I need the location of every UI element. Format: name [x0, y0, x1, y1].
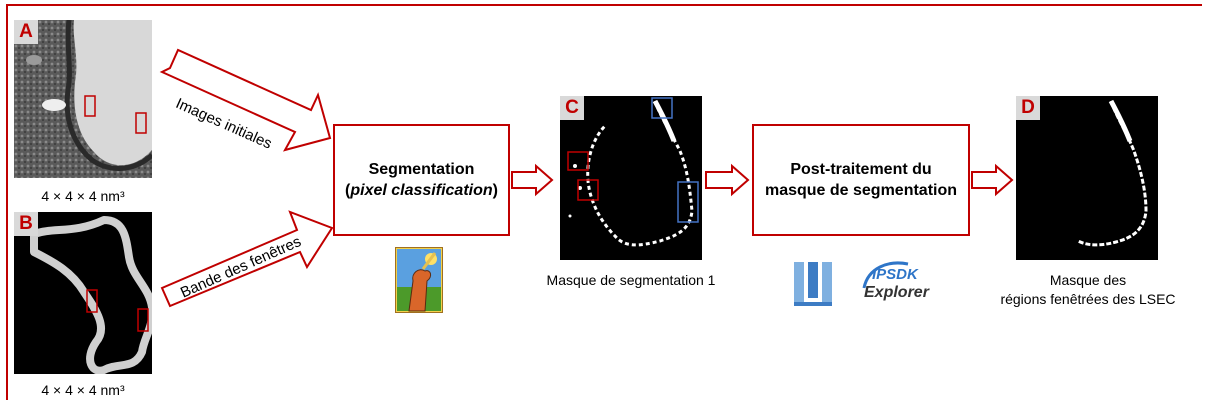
- panel-b-band-image: B: [14, 212, 152, 374]
- panel-a-em-image: A: [14, 20, 152, 178]
- panel-c-caption: Masque de segmentation 1: [546, 272, 716, 288]
- segmentation-subtitle: (pixel classification): [345, 182, 498, 199]
- segmentation-box: Segmentation (pixel classification): [333, 124, 510, 236]
- panel-b-caption: 4 × 4 × 4 nm³: [41, 382, 125, 398]
- post-processing-line2: masque de segmentation: [764, 182, 958, 199]
- ipsdk-logo-line1: IPSDK: [872, 266, 918, 283]
- segmentation-title: Segmentation: [368, 161, 475, 178]
- figure-frame: [6, 4, 1202, 400]
- panel-c-letter: C: [560, 96, 584, 120]
- ilastik-fist-logo: [394, 246, 444, 314]
- panel-a-caption: 4 × 4 × 4 nm³: [41, 188, 125, 204]
- band-shape: [30, 216, 152, 374]
- panel-b-letter: B: [14, 212, 38, 236]
- panel-d-letter: D: [1016, 96, 1040, 120]
- panel-d-caption-line2: régions fenêtrées des LSEC: [1000, 291, 1176, 307]
- ipsdk-logo-line2: Explorer: [864, 284, 929, 301]
- em-texture: [14, 20, 152, 178]
- mask-c-shape: [567, 97, 699, 247]
- post-processing-box: Post-traitement du masque de segmentatio…: [752, 124, 970, 236]
- post-processing-line1: Post-traitement du: [790, 161, 932, 178]
- panel-d-mask: D: [1016, 96, 1158, 260]
- panel-c-mask: C: [560, 96, 702, 260]
- panel-d-caption-line1: Masque des: [1049, 272, 1127, 288]
- fiji-logo: [792, 258, 838, 308]
- mask-d-shape: [1077, 99, 1148, 247]
- panel-a-letter: A: [14, 20, 38, 44]
- ipsdk-explorer-logo: IPSDK Explorer: [858, 258, 936, 310]
